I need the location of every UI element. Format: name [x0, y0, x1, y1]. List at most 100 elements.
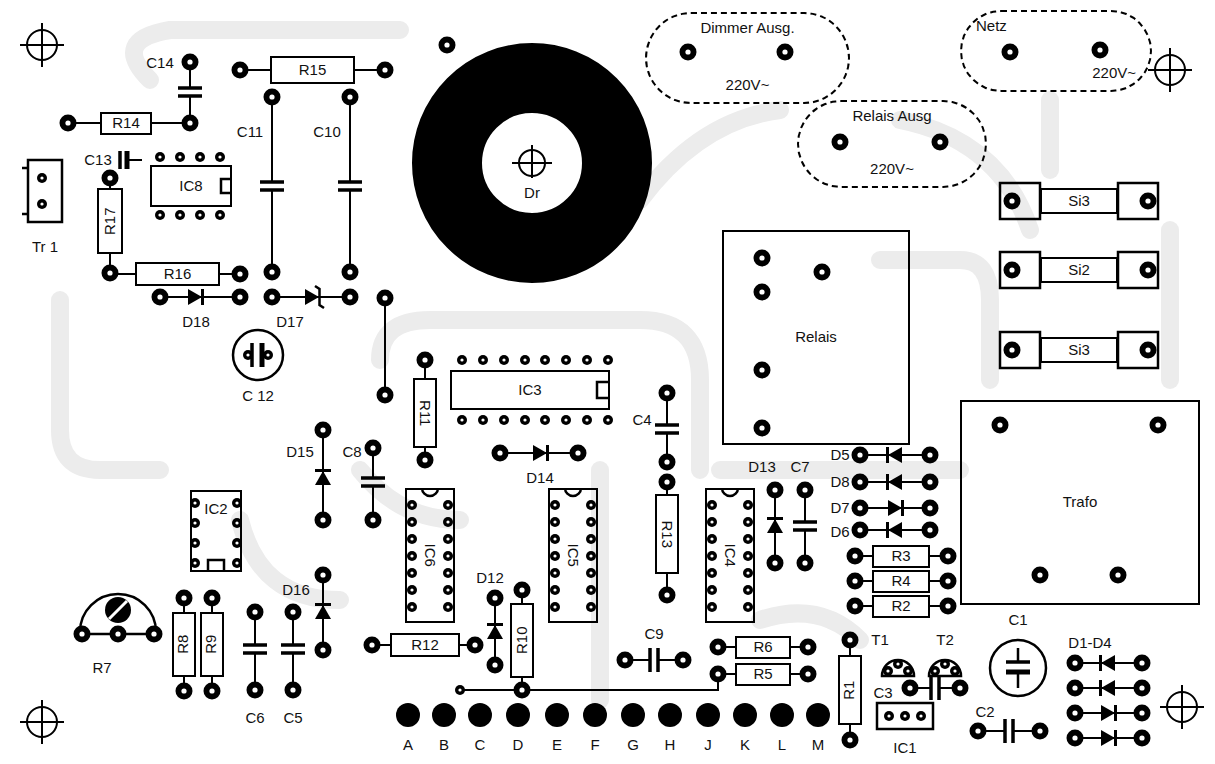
part-label: C6 — [245, 710, 264, 727]
terminal-letter: L — [778, 737, 786, 754]
part-label: C1 — [1008, 612, 1027, 629]
terminal-letter: G — [627, 737, 639, 754]
resistor-body: R3 — [872, 545, 930, 568]
part-label: 220V~ — [726, 77, 770, 94]
part-label: Si2 — [1068, 262, 1090, 279]
fuse-body: Si3 — [1040, 188, 1118, 214]
trace-shadow — [60, 30, 1170, 700]
part-label: Dimmer Ausg. — [700, 20, 794, 37]
capacitor-plates — [120, 88, 1013, 743]
part-label: R11 — [417, 400, 434, 426]
mounting-marks — [20, 23, 1204, 744]
resistor-body: R10 — [510, 603, 534, 678]
part-label: D6 — [830, 524, 849, 541]
terminal-letter: K — [740, 737, 750, 754]
part-label: T2 — [936, 632, 954, 649]
part-label: C2 — [975, 704, 994, 721]
transformer-outline: Trafo — [960, 400, 1200, 605]
terminal-letter: M — [812, 737, 825, 754]
part-label: D13 — [748, 459, 776, 476]
terminal-group: Relais Ausg220V~ — [797, 100, 987, 188]
part-label: IC1 — [893, 740, 916, 757]
part-label: Tr 1 — [32, 239, 58, 256]
part-label: D5 — [830, 447, 849, 464]
part-label: D14 — [526, 470, 554, 487]
part-label: C9 — [644, 626, 663, 643]
part-label: R5 — [753, 666, 772, 683]
resistor-body: R8 — [172, 612, 196, 677]
ic-outline: IC5 — [548, 488, 598, 623]
terminal-group: Dimmer Ausg. 220V~ — [645, 12, 850, 104]
part-label: Si3 — [1068, 193, 1090, 210]
part-label: Relais — [795, 329, 837, 346]
part-label: Dr — [524, 185, 540, 202]
part-label: 220V~ — [870, 161, 914, 178]
resistor-body: R12 — [390, 633, 460, 657]
part-label: C10 — [313, 124, 341, 141]
resistor-body: R5 — [735, 663, 791, 686]
resistor-body: R6 — [735, 636, 791, 659]
part-label: IC5 — [565, 544, 582, 567]
part-label: R9 — [204, 635, 221, 654]
part-label: C13 — [84, 152, 112, 169]
resistor-body: R9 — [200, 612, 224, 677]
part-label: R6 — [753, 639, 772, 656]
part-label: D17 — [276, 314, 304, 331]
part-label: R12 — [411, 637, 439, 654]
ic-outline: IC1 — [870, 700, 940, 757]
part-label: D8 — [830, 474, 849, 491]
terminal-letter: B — [439, 737, 449, 754]
terminal-letter: D — [513, 737, 524, 754]
resistor-body: R17 — [97, 188, 123, 254]
resistor-body: R14 — [100, 112, 152, 135]
part-label: R14 — [112, 115, 140, 132]
part-label: C7 — [790, 459, 809, 476]
fuse-body: Si2 — [1040, 257, 1118, 283]
terminal-letter: C — [475, 737, 486, 754]
part-label: R16 — [164, 266, 192, 283]
part-label: R7 — [92, 660, 111, 677]
resistor-body: R16 — [135, 262, 220, 286]
terminal-letter: F — [590, 737, 599, 754]
part-label: R4 — [891, 573, 910, 590]
part-label: C14 — [146, 55, 174, 72]
part-label: IC4 — [722, 544, 739, 567]
part-label: C4 — [632, 412, 651, 429]
part-label: D7 — [830, 500, 849, 517]
part-label: R10 — [514, 627, 531, 655]
part-label: C11 — [237, 124, 263, 141]
part-label: R1 — [842, 680, 859, 699]
part-label: IC8 — [179, 178, 202, 195]
part-label: T1 — [871, 632, 889, 649]
terminal-group: Netz220V~ — [960, 10, 1152, 92]
terminal-letter: H — [665, 737, 676, 754]
terminal-letter: J — [704, 737, 712, 754]
choke-symbol — [439, 37, 618, 249]
solder-pads — [37, 42, 1167, 749]
ic-outline: IC4 — [705, 488, 755, 623]
part-label: D15 — [286, 444, 314, 461]
part-label: D18 — [182, 314, 210, 331]
part-label: Trafo — [1063, 494, 1097, 511]
terminal-letter: A — [403, 737, 413, 754]
part-label: R3 — [891, 548, 910, 565]
resistor-body: R11 — [413, 378, 437, 448]
choke-label-area: Dr — [484, 113, 580, 213]
part-label: C5 — [283, 710, 302, 727]
part-label: R2 — [891, 598, 910, 615]
part-label: C8 — [342, 444, 361, 461]
resistor-body: R13 — [655, 494, 679, 574]
part-label: C3 — [873, 685, 892, 702]
resistor-body: R15 — [270, 56, 355, 84]
part-label: 220V~ — [1092, 65, 1136, 82]
part-label: Si3 — [1068, 342, 1090, 359]
fuse-body: Si3 — [1040, 337, 1118, 363]
part-label: D12 — [476, 570, 504, 587]
component-outlines — [22, 160, 1158, 729]
part-label: D16 — [282, 582, 310, 599]
part-label: R17 — [102, 207, 119, 235]
relay-outline: Relais — [722, 230, 910, 445]
part-label: C 12 — [242, 388, 274, 405]
pot-knob — [105, 597, 131, 623]
